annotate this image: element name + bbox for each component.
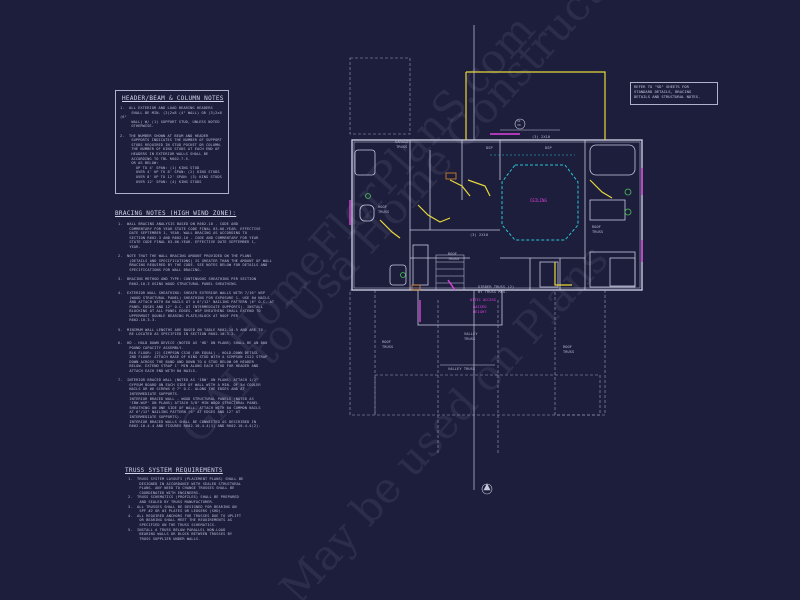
valley-truss-left-label: VALLEY TRUSS [464,332,478,341]
truss-notes-line: PLANS. ANY NEED TO CHANGE TRUSSES SHALL … [128,486,235,491]
bracing-notes-line: AND ATTACH WITH 8d NAILS AT A 6"/12" NAI… [118,300,275,305]
truss-notes-line: COORDINATED WITH ENGINEERS. [128,490,201,495]
truss-notes-line: TRUSS SUPPLIER UNDER WALLS. [128,536,201,541]
header-notes-line: STUDS REQUIRED IN STUD POCKET OR COLUMN. [120,142,222,147]
header-notes-line: OVER 12' SPAN: (4) KING STUDS [120,179,202,184]
header-notes-line: OTHERWISE. [120,124,154,129]
roof-truss-bottom-right-label: ROOF TRUSS [563,345,575,354]
bracing-notes-line: BLK FLOOR: (2) SIMPSON CS16 (OR EQUAL) -… [118,350,259,355]
bracing-notes-line: (WOOD STRUCTURAL PANEL) SHEATHING FOR EX… [118,295,270,300]
bracing-notes-line: INTERIOR BRACED WALLS SHALL BE CONNECTED… [118,419,257,424]
girder-truss-label: GIRDER TRUSS (2) BY TRUSS MFG. [478,285,515,294]
bracing-notes-line: R602.10.3.3. [118,318,157,323]
bracing-notes-line: SPECIFICATIONS FOR WALL BRACING. [118,267,202,272]
attic-access-label: ATTIC ACCESS [470,298,496,302]
truss-notes-line: 4. ALL REQUIRED ANCHORS FOR TRUSSES DUE … [128,513,242,518]
header-notes-body: 1. ALL EXTERIOR AND LOAD BEARING HEADERS… [120,106,225,184]
truss-notes-line: 5. INSTALL A TRUSS BELOW PARALLEL NON-LO… [128,527,226,532]
bracing-notes-line: R602.10.4.4 AND FIGURES R602.10.4.4(1) A… [118,424,261,429]
bracing-notes-line: DOWN ACROSS THE BAND AND DOWN TO A STUD … [118,359,254,364]
roof-truss-right-label: ROOF TRUSS [592,225,604,234]
bracing-notes-line: ATTACH EACH END WITH 8d NAILS. [118,369,198,373]
bracing-notes-body: 1. WALL BRACING ANALYSIS BASED ON R602.1… [118,222,288,429]
bracing-notes-line: 7. INTERIOR BRACED WALL (NOTED AS 'IBW' … [118,378,259,383]
valley-truss-bottom-label: VALLEY TRUSS [448,367,476,371]
bracing-notes-line: BLOCKING AT ALL PANEL EDGES. WSP SHEATHI… [118,309,261,314]
garage-truss-label: GARAGE TRUSS [395,140,409,149]
truss-notes-line: SPECIFIED ON THE TRUSS SCHEMATICS. [128,522,217,527]
bracing-notes-line: PANEL EDGES AND 12" O.C. AT INTERMEDIATE… [118,304,263,309]
bracing-notes-line: 1. WALL BRACING ANALYSIS BASED ON R602.1… [118,222,238,226]
bracing-notes-line: POUND CAPACITY ASSEMBLY. [118,346,184,351]
bracing-notes-line: 6. HD - HOLD DOWN DEVICE (NOTED AS 'HD' … [118,341,268,346]
bracing-notes-line: SECTION R602.3 AND R602.10 - CODE AND CO… [118,235,259,240]
header-notes-line: OVER 4' UP TO 8' SPAN: (2) KING STUDS [120,170,220,175]
bracing-notes-line: NAILS OR #6 SCREWS @ 7" O.C. ALONG THE E… [118,387,245,392]
bracing-notes-line: BELOW. EXTEND STRAP 1' MIN ALONG EACH ST… [118,364,259,369]
dsp-label: DSP [486,146,493,150]
truss-notes-line: AND SEALED BY TRUSS MANUFACTURER. [128,499,215,504]
truss-notes-line: DESIGNED IN ACCORDANCE WITH SEALED STRUC… [128,481,242,486]
bracing-notes-line: GYPSUM BOARD ON EACH SIDE OF WALL WITH A… [118,382,261,387]
header-notes-line: OVER 8' UP TO 12' SPAN: (3) KING STUDS [120,174,222,179]
bracing-notes-line: AT 6"/12" NAILING PATTERN (6" AT EDGES A… [118,410,241,415]
header-notes-line: SUPPORTS INDICATES THE NUMBER OF SUPPORT [120,138,222,143]
header-notes-line: SHALL BE MIN. (2)2x8 (4" WALL) OR (3)2x8… [120,110,225,120]
roof-truss-left-label: ROOF TRUSS [378,205,390,214]
dsp-label-2: DSP [545,146,552,150]
raised-height-label: RAISED HEIGHT [473,305,487,314]
truss-notes-line: 3. ALL TRUSSES SHALL BE DESIGNED FOR BEA… [128,504,237,509]
bracing-notes-line: SHEATHING ON ONE SIDE OF WALL. ATTACH WI… [118,405,261,410]
truss-notes-line: 1. TRUSS SYSTEM LAYOUTS (PLACEMENT PLANS… [128,477,244,481]
header-notes-line: ACCORDING TO TBL R602.7.5. [120,156,191,161]
roof-truss-bottom-left-label: ROOF TRUSS [382,340,394,349]
bracing-notes-line: R602.10.3 USING WOOD STRUCTURAL PANEL SH… [118,281,238,286]
truss-notes-line: 2. TRUSS SCHEMATICS (PROFILES) SHALL BE … [128,495,239,500]
bracing-notes-line: 2. NOTE THAT THE WALL BRACING AMOUNT PRO… [118,254,252,259]
bracing-notes-line: COMMENTARY FOR YEAR STATE CODE FINAL 03-… [118,226,261,231]
header-notes-line: 1. ALL EXTERIOR AND LOAD BEARING HEADERS [120,106,213,110]
truss-notes-title: TRUSS SYSTEM REQUIREMENTS [125,467,223,474]
bracing-notes-line: BE LOCATED AS SPECIFIED IN SECTION R602.… [118,332,236,337]
header-top-label: (3) 2X10 [532,135,551,139]
bracing-notes-line: 5. MINIMUM WALL LENGTHS ARE BASED ON TAB… [118,327,263,332]
truss-notes-line: OR BEARING SHALL MEET THE REQUIREMENTS A… [128,518,233,523]
bracing-notes-line: INTERIOR BRACED WALL - WOOD STRUCTURAL P… [118,396,254,401]
bracing-notes-line: YEAR. [118,244,141,249]
bracing-notes-line: INTERMEDIATE SUPPORTS). [118,414,182,419]
bracing-notes-line: 'IBW-WSP' ON PLANS) ATTACH 3/8" MIN WOOD… [118,401,259,406]
bracing-notes-line: STATE CODE FINAL 03-06-YEAR. EFFECTIVE D… [118,240,257,245]
refer-note-box: REFER TO "SD" SHEETS FOR STANDARD DETAIL… [630,82,718,105]
truss-notes-line: BEARING WALLS OR BLOCK BETWEEN TRUSSES B… [128,532,233,537]
header-notes-line: WALL) W/ (1) SUPPORT STUD, UNLESS NOTED [120,119,220,124]
bracing-notes-line: 2ND FLOOR: ATTACH BASE OF KING STUD WITH… [118,355,268,360]
bracing-notes-line: UPPERMOST DOUBLE BEARING PLATE/BLOCK AT … [118,313,238,318]
header-mid-label: (3) 2X10 [470,233,489,237]
section-tag: SI 30 [517,119,521,127]
truss-notes-body: 1. TRUSS SYSTEM LAYOUTS (PLACEMENT PLANS… [128,477,248,541]
roof-truss-mid-label: ROOF TRUSS [448,252,460,261]
header-notes-title: HEADER/BEAM & COLUMN NOTES [122,95,224,102]
header-notes-line: UP TO 4' SPAN: (1) KING STUD [120,165,200,170]
header-notes-box [115,90,229,194]
header-notes-line: THE NUMBER OF KING STUDS AT EACH END OF [120,147,220,152]
truss-notes-line: SPF #2 OR #3 PLATES OR LEDGERS (SHD). [128,509,224,514]
header-notes-line: 2. THE NUMBER SHOWN AT BEAM AND HEADER [120,133,209,138]
bracing-notes-line: DATE SEPTEMBER 1, YEAR. WALL BRACING AS … [118,231,248,236]
header-notes-line: HEADERS IN EXTERIOR WALLS SHALL BE [120,151,209,156]
ceiling-label: CEILING [530,198,547,203]
header-notes-line: OR AS BELOW: [120,161,159,166]
bracing-notes-title: BRACING NOTES (HIGH WIND ZONE): [115,210,237,217]
bracing-notes-line: (DETAILS AND SPECIFICATIONS) IS GREATER … [118,258,272,263]
bracing-notes-line: INTERMEDIATE SUPPORTS. [118,391,180,396]
bracing-notes-line: 3. BRACING METHOD AND TYPE: CONTINUOUS S… [118,277,257,282]
bracing-notes-line: BRACING REQUIRED BY THE CODE. SEE NOTES … [118,263,268,268]
bracing-notes-line: 4. EXTERIOR WALL SHEATHING: SHEATH EXTER… [118,290,266,295]
